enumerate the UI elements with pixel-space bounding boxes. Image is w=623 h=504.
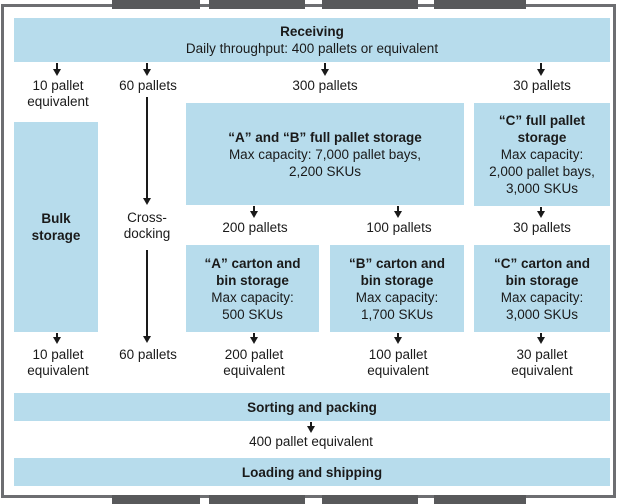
arrow-shaft (540, 63, 542, 69)
arrow-head (143, 198, 151, 205)
flow-label-bulk-in: 10 pallet equivalent (27, 78, 89, 109)
flow-label-c-in: 30 pallets (513, 78, 571, 93)
a-carton-bin-storage-box: “A” carton and bin storage Max capacity:… (186, 245, 319, 332)
flow-label-final: 400 pallet equivalent (249, 434, 373, 449)
receiving-title: Receiving (280, 24, 344, 39)
arrow-head (53, 69, 61, 76)
arrow-shaft (324, 63, 326, 69)
arrow-shaft (540, 207, 542, 211)
sorting-packing-box: Sorting and packing (14, 393, 610, 421)
dock-door (112, 0, 200, 9)
warehouse-outline (1, 4, 616, 498)
dock-door (112, 495, 200, 504)
flow-label-b-out: 100 pallet equivalent (367, 347, 429, 378)
arrow-shaft (397, 206, 399, 211)
arrow-shaft (253, 333, 255, 337)
flow-label-b-mid: 100 pallets (366, 220, 432, 235)
arrow-head (394, 337, 402, 344)
arrow-head (537, 337, 545, 344)
dock-door (209, 0, 305, 9)
dock-door (322, 0, 418, 9)
arrow-head (307, 426, 315, 433)
arrow-shaft (253, 206, 255, 211)
arrow-shaft (146, 63, 148, 69)
arrow-head (143, 336, 151, 343)
arrow-head (250, 211, 258, 218)
arrow-head (537, 69, 545, 76)
arrow-shaft (397, 333, 399, 337)
flow-label-bulk-out: 10 pallet equivalent (27, 347, 89, 378)
arrow-head (53, 337, 61, 344)
ab-full-pallet-storage-box: “A” and “B” full pallet storage Max capa… (186, 103, 464, 205)
cross-docking-line (146, 250, 148, 337)
flow-label-c-out: 30 pallet equivalent (511, 347, 573, 378)
arrow-head (537, 211, 545, 218)
flow-label-cross-in: 60 pallets (119, 78, 177, 93)
bulk-storage-box: Bulk storage (14, 122, 98, 332)
arrow-head (143, 69, 151, 76)
receiving-throughput: Daily throughput: 400 pallets or equival… (185, 41, 439, 56)
b-carton-bin-storage-box: “B” carton and bin storage Max capacity:… (330, 245, 464, 332)
flow-label-c-mid: 30 pallets (513, 220, 571, 235)
cross-docking-line (146, 97, 148, 199)
flow-label-ab-in: 300 pallets (292, 78, 358, 93)
c-carton-bin-storage-box: “C” carton and bin storage Max capacity:… (474, 245, 610, 332)
arrow-shaft (540, 333, 542, 337)
flow-label-a-out: 200 pallet equivalent (223, 347, 285, 378)
flow-label-a-mid: 200 pallets (222, 220, 288, 235)
receiving-box: Receiving Daily throughput: 400 pallets … (14, 18, 610, 62)
dock-door (434, 495, 526, 504)
arrow-shaft (56, 63, 58, 69)
loading-shipping-box: Loading and shipping (14, 458, 610, 486)
cross-docking-label: Cross- docking (123, 210, 171, 241)
dock-door (322, 495, 418, 504)
dock-door (434, 0, 526, 9)
flow-label-cross-out: 60 pallets (119, 347, 177, 362)
arrow-head (394, 211, 402, 218)
c-full-pallet-storage-box: “C” full pallet storage Max capacity: 2,… (474, 103, 610, 206)
arrow-head (321, 69, 329, 76)
dock-door (209, 495, 305, 504)
arrow-shaft (310, 422, 312, 426)
arrow-shaft (56, 333, 58, 337)
arrow-head (250, 337, 258, 344)
